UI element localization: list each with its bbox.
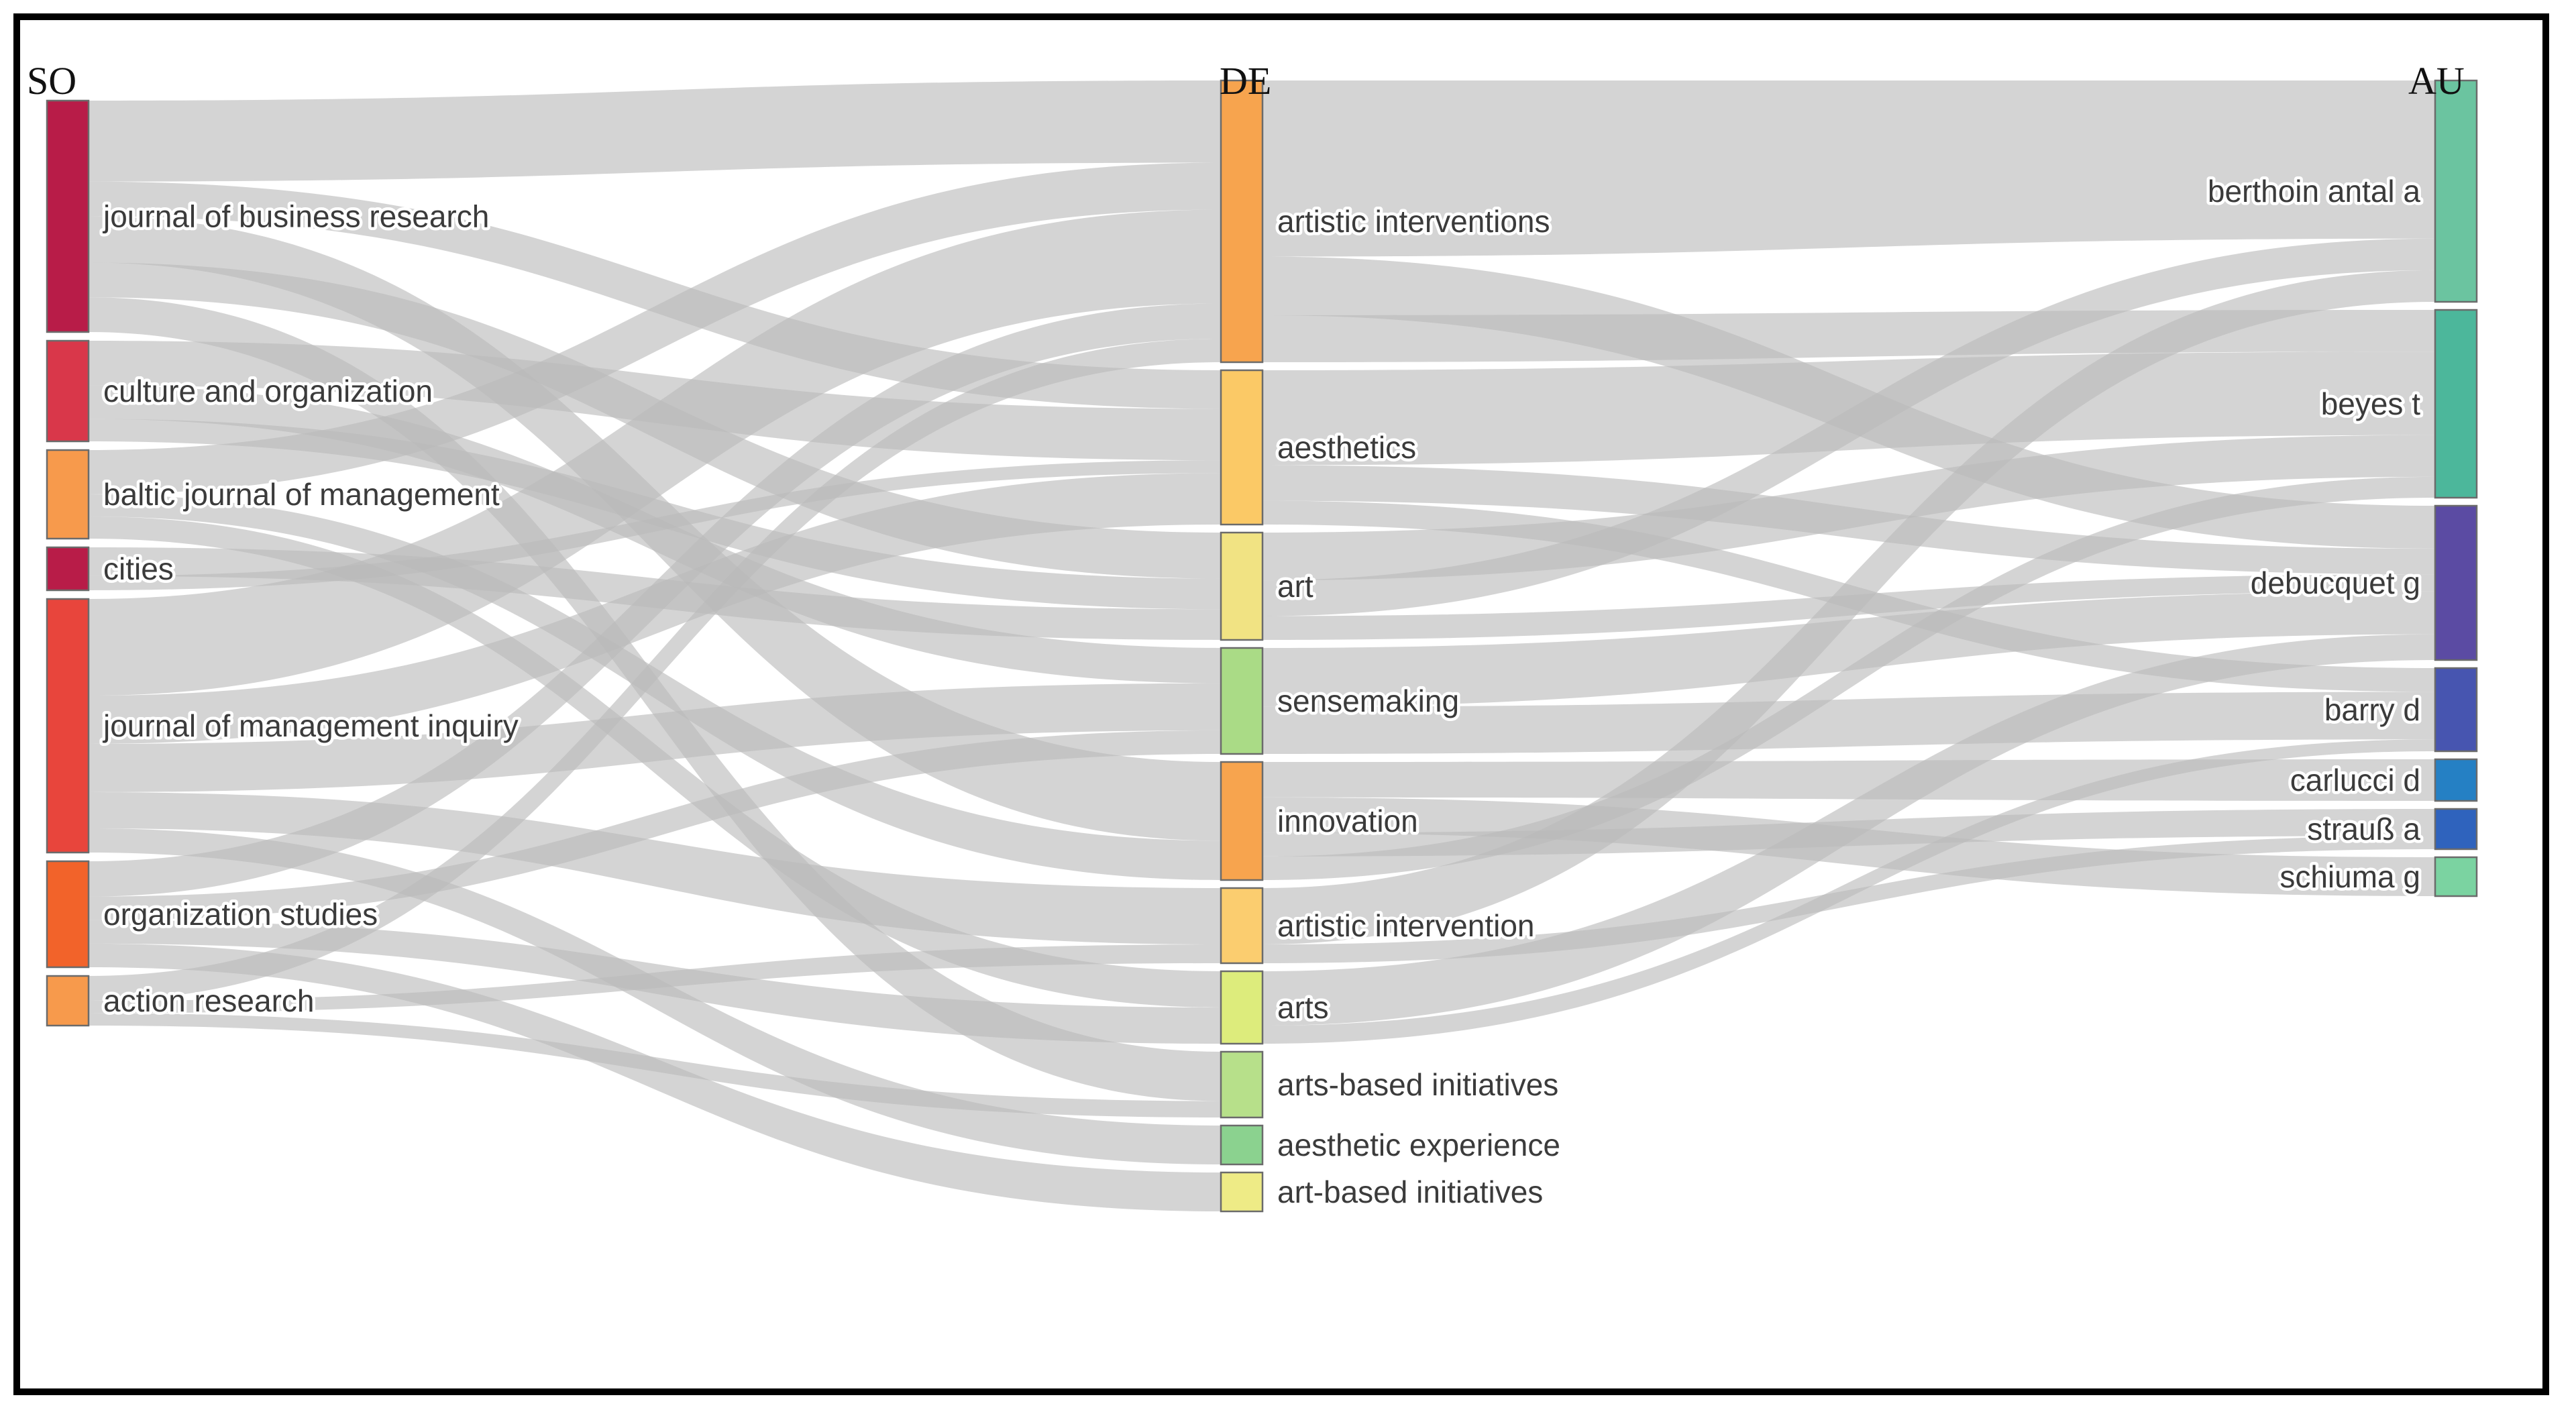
- sankey-link[interactable]: [89, 943, 1221, 1211]
- node-label-de-innovation: innovation: [1277, 804, 1418, 838]
- node-label-so-cities: cities: [103, 551, 174, 586]
- node-label-au-barry-d: barry d: [2324, 692, 2420, 727]
- sankey-link[interactable]: [1263, 634, 2435, 1026]
- node-label-au-debucquet-g: debucquet g: [2251, 565, 2420, 600]
- sankey-link[interactable]: [1263, 739, 2435, 1044]
- node-label-so-culture-and-organization: culture and organization: [103, 374, 433, 408]
- sankey-node-au-carlucci-d[interactable]: [2434, 758, 2478, 802]
- nodes-layer: [46, 79, 2478, 1213]
- sankey-node-de-arts-based-initiatives[interactable]: [1220, 1050, 1264, 1119]
- node-label-so-organization-studies: organization studies: [103, 897, 378, 932]
- sankey-link[interactable]: [89, 303, 1221, 897]
- node-label-au-carlucci-d: carlucci d: [2290, 763, 2420, 798]
- sankey-link[interactable]: [1263, 476, 2435, 880]
- node-label-so-journal-of-management-inquiry: journal of management inquiry: [102, 708, 519, 743]
- node-label-de-arts: arts: [1277, 990, 1329, 1025]
- sankey-link[interactable]: [89, 80, 1221, 182]
- node-label-so-action-research: action research: [103, 983, 315, 1018]
- node-label-de-aesthetic-experience: aesthetic experience: [1277, 1128, 1560, 1162]
- sankey-link[interactable]: [1263, 591, 2435, 707]
- node-label-de-arts-based-initiatives: arts-based initiatives: [1277, 1067, 1558, 1102]
- sankey-node-de-aesthetics[interactable]: [1220, 369, 1264, 526]
- sankey-link[interactable]: [89, 730, 1221, 920]
- sankey-node-de-arts[interactable]: [1220, 970, 1264, 1045]
- sankey-link[interactable]: [89, 162, 1221, 495]
- sankey-node-au-berthoin-antal-a[interactable]: [2434, 79, 2478, 303]
- node-label-au-strauss-a: strauß a: [2307, 812, 2420, 846]
- sankey-node-so-cities[interactable]: [46, 546, 90, 592]
- sankey-node-de-aesthetic-experience[interactable]: [1220, 1124, 1264, 1166]
- sankey-link[interactable]: [1263, 435, 2435, 581]
- sankey-node-de-innovation[interactable]: [1220, 761, 1264, 881]
- sankey-link[interactable]: [89, 1013, 1221, 1118]
- sankey-node-so-organization-studies[interactable]: [46, 860, 90, 969]
- sankey-node-au-beyes-t[interactable]: [2434, 309, 2478, 499]
- sankey-node-so-journal-of-management-inquiry[interactable]: [46, 598, 90, 854]
- sankey-link[interactable]: [89, 516, 1221, 1007]
- node-label-de-sensemaking: sensemaking: [1277, 683, 1459, 718]
- node-label-so-baltic-journal-of-management: baltic journal of management: [103, 477, 500, 512]
- sankey-link[interactable]: [89, 494, 1221, 880]
- sankey-link[interactable]: [89, 209, 1221, 696]
- sankey-link[interactable]: [1263, 692, 2435, 754]
- node-label-de-art: art: [1277, 569, 1313, 604]
- sankey-link[interactable]: [1263, 238, 2435, 616]
- sankey-link[interactable]: [89, 181, 1221, 409]
- sankey-link[interactable]: [89, 419, 1221, 610]
- sankey-link[interactable]: [89, 828, 1221, 1164]
- sankey-node-so-culture-and-organization[interactable]: [46, 339, 90, 443]
- sankey-link[interactable]: [89, 339, 1221, 1001]
- links-layer: [89, 80, 2435, 1211]
- sankey-link[interactable]: [89, 460, 1221, 590]
- node-label-au-berthoin-antal-a: berthoin antal a: [2208, 174, 2421, 209]
- sankey-node-de-artistic-interventions[interactable]: [1220, 79, 1264, 364]
- sankey-link[interactable]: [89, 341, 1221, 461]
- node-label-de-aesthetics: aesthetics: [1277, 430, 1416, 465]
- sankey-node-de-art[interactable]: [1220, 531, 1264, 641]
- sankey-node-so-baltic-journal-of-management[interactable]: [46, 449, 90, 540]
- sankey-link[interactable]: [89, 944, 1221, 1014]
- node-label-so-journal-of-business-research: journal of business research: [102, 199, 489, 234]
- sankey-node-de-art-based-initiatives[interactable]: [1220, 1171, 1264, 1213]
- sankey-link[interactable]: [89, 297, 1221, 1101]
- sankey-node-au-debucquet-g[interactable]: [2434, 504, 2478, 661]
- column-headers: SO DE AU: [27, 59, 2465, 103]
- sankey-link[interactable]: [1263, 759, 2435, 801]
- sankey-node-au-schiuma-g[interactable]: [2434, 856, 2478, 897]
- sankey-link[interactable]: [1263, 351, 2435, 466]
- sankey-link[interactable]: [1263, 270, 2435, 944]
- labels-layer: journal of business research culture and …: [99, 171, 2424, 1213]
- sankey-node-so-journal-of-business-research[interactable]: [46, 99, 90, 333]
- sankey-diagram: journal of business research culture and …: [27, 59, 2478, 1213]
- sankey-link[interactable]: [89, 385, 1221, 683]
- sankey-node-so-action-research[interactable]: [46, 975, 90, 1027]
- sankey-node-au-barry-d[interactable]: [2434, 667, 2478, 753]
- sankey-node-de-artistic-intervention[interactable]: [1220, 887, 1264, 965]
- sankey-link[interactable]: [89, 683, 1221, 792]
- sankey-node-de-sensemaking[interactable]: [1220, 647, 1264, 755]
- node-label-de-art-based-initiatives: art-based initiatives: [1277, 1174, 1543, 1209]
- sankey-stage: journal of business research culture and …: [20, 20, 2542, 1388]
- column-header-so: SO: [27, 59, 76, 103]
- sankey-link[interactable]: [1263, 836, 2435, 963]
- node-label-de-artistic-intervention: artistic intervention: [1277, 908, 1535, 943]
- column-header-au: AU: [2408, 59, 2465, 103]
- node-label-au-beyes-t: beyes t: [2321, 386, 2421, 421]
- diagram-frame: journal of business research culture and …: [13, 13, 2549, 1395]
- sankey-link[interactable]: [1263, 80, 2435, 257]
- column-header-de: DE: [1220, 59, 1271, 103]
- node-label-au-schiuma-g: schiuma g: [2279, 859, 2420, 894]
- node-label-de-artistic-interventions: artistic interventions: [1277, 204, 1550, 239]
- sankey-node-au-strauss-a[interactable]: [2434, 808, 2478, 851]
